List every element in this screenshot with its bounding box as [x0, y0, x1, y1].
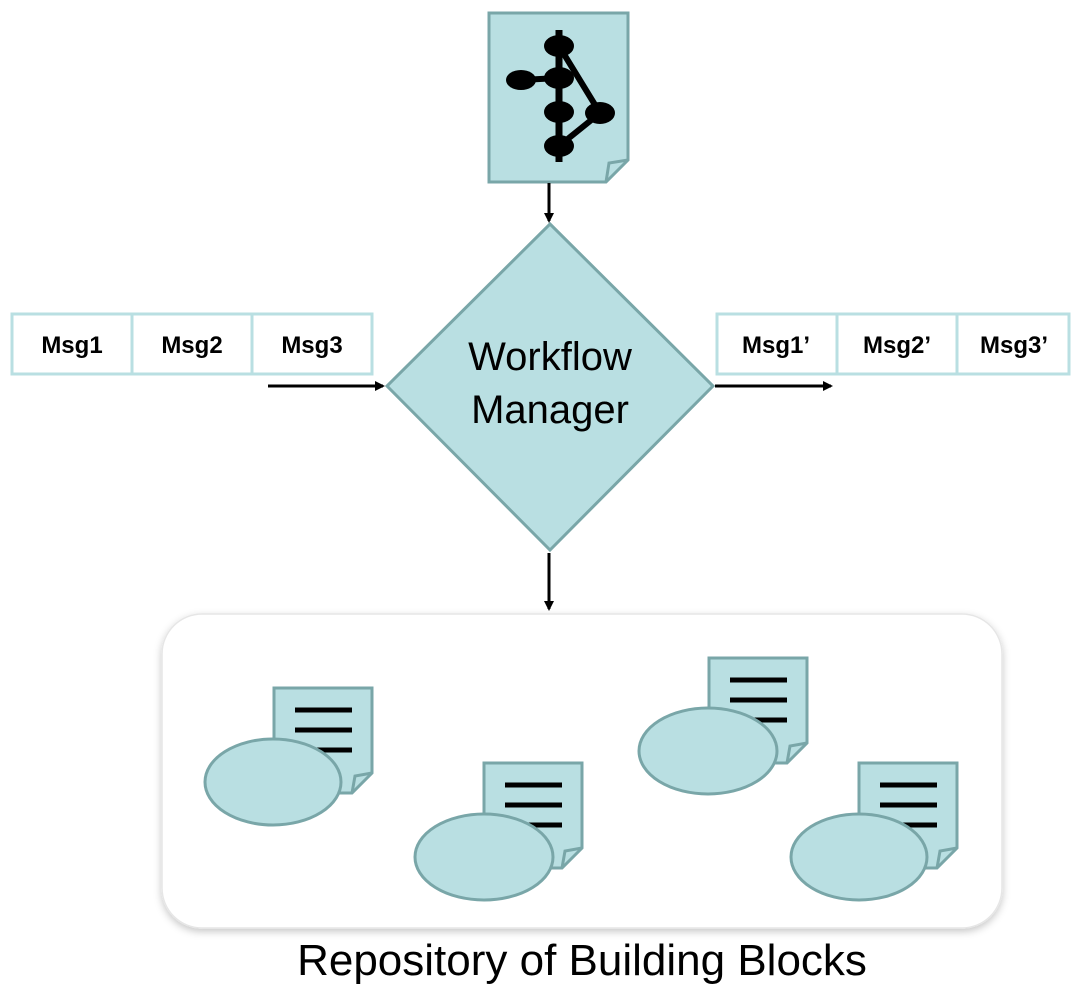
- input-queue-cell: [250, 312, 374, 376]
- input-queue-cell: [10, 312, 134, 376]
- output-msg-3: Msg3’: [980, 332, 1048, 359]
- workflow-document-icon: [487, 11, 630, 184]
- manager-label-line2: Manager: [471, 388, 629, 432]
- workflow-manager: Workflow Manager: [384, 221, 716, 553]
- building-block-icon: [789, 761, 959, 902]
- building-block-icon: [637, 656, 809, 796]
- building-block-icon: [203, 686, 374, 827]
- output-msg-2: Msg2’: [863, 332, 931, 359]
- input-msg-3: Msg3: [281, 332, 342, 359]
- output-queue: Msg1’ Msg2’ Msg3’: [715, 312, 1071, 376]
- output-queue-cell: [955, 312, 1071, 376]
- workflow-graph-icon: [506, 30, 615, 162]
- manager-label-line1: Workflow: [468, 335, 632, 379]
- building-block-icon: [413, 761, 584, 902]
- input-queue: Msg1 Msg2 Msg3: [10, 312, 374, 376]
- input-msg-1: Msg1: [41, 332, 102, 359]
- output-msg-1: Msg1’: [742, 332, 810, 359]
- input-msg-2: Msg2: [161, 332, 222, 359]
- repository-caption: Repository of Building Blocks: [297, 936, 867, 985]
